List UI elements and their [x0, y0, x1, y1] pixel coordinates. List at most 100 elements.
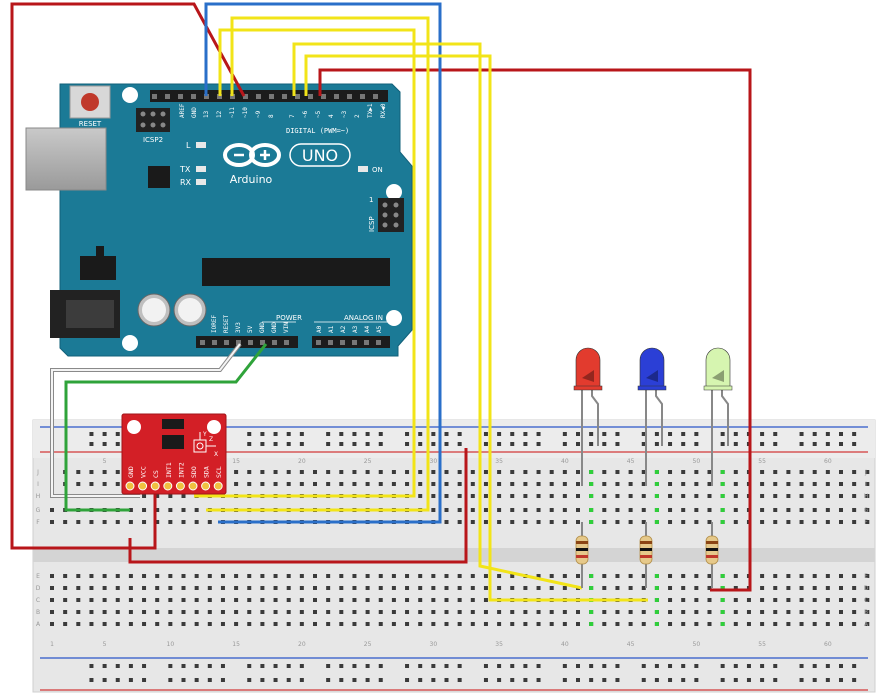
breadboard-hole [523, 508, 528, 512]
breadboard-hole [457, 494, 462, 498]
rail-hole [483, 664, 488, 668]
breadboard-hole [497, 610, 502, 614]
breadboard-hole [470, 494, 475, 498]
rail-hole [523, 678, 528, 682]
rail-hole [576, 432, 580, 436]
rail-hole [365, 678, 370, 682]
row-letter: D [36, 585, 41, 592]
breadboard-hole [483, 574, 488, 578]
breadboard-hole [707, 610, 712, 614]
rail-hole [615, 442, 620, 446]
breadboard-hole [576, 494, 580, 498]
digital-pin-label: 7 [289, 114, 296, 118]
sensor-pin [150, 481, 160, 491]
sensor-pin-label: SCL [215, 466, 223, 478]
breadboard-hole [352, 622, 357, 626]
breadboard-hole [786, 494, 791, 498]
rail-hole [352, 678, 357, 682]
power-pin-label: GND [271, 322, 278, 333]
rail-hole [405, 664, 410, 668]
rail-hole [839, 432, 843, 436]
breadboard-hole [142, 508, 147, 512]
breadboard-hole [299, 598, 304, 602]
reset-button[interactable] [69, 85, 111, 119]
breadboard-hole [799, 574, 804, 578]
breadboard-hole [641, 508, 646, 512]
breadboard-hole [313, 470, 317, 474]
rail-hole [365, 664, 370, 668]
row-letter: E [864, 573, 868, 580]
breadboard-hole [286, 574, 291, 578]
breadboard-hole [76, 482, 81, 486]
breadboard-hole [168, 586, 173, 590]
breadboard-hole [128, 574, 133, 578]
wire-yellow-pin6 [304, 54, 648, 602]
breadboard-hole [444, 508, 449, 512]
rail-hole [668, 432, 673, 436]
breadboard-hole [628, 482, 633, 486]
digital-pin-label: 13 [203, 110, 210, 118]
breadboard-hole [299, 482, 304, 486]
breadboard-hole [365, 574, 370, 578]
analog-pin-label: A0 [316, 325, 323, 333]
breadboard-hole [155, 494, 160, 498]
gnd-label: GND [191, 107, 198, 118]
rx-label: RX [180, 178, 192, 187]
breadboard-hole [641, 482, 646, 486]
axis-y-label: Y [202, 431, 207, 438]
mount-hole [386, 310, 402, 326]
breadboard-hole [194, 586, 199, 590]
breadboard-hole [418, 598, 423, 602]
breadboard-hole [562, 482, 567, 486]
breadboard-hole [326, 622, 331, 626]
header-pin [364, 340, 369, 345]
rail-hole [128, 678, 133, 682]
rail-hole [562, 432, 567, 436]
breadboard-hole [786, 622, 791, 626]
breadboard-hole [602, 494, 607, 498]
breadboard-hole [523, 610, 528, 614]
breadboard-hole [839, 482, 843, 486]
breadboard-hole [773, 574, 778, 578]
rail-hole [273, 678, 278, 682]
breadboard-hole [115, 610, 120, 614]
breadboard-hole [155, 520, 160, 524]
rail-hole [562, 442, 567, 446]
breadboard-hole [405, 610, 410, 614]
breadboard-hole [234, 470, 239, 474]
breadboard-hole [418, 494, 423, 498]
rail-hole [510, 664, 515, 668]
rail-hole [773, 442, 778, 446]
breadboard-hole [207, 574, 212, 578]
digital-pin-label: ~10 [242, 107, 249, 118]
rail-hole [852, 664, 857, 668]
breadboard-hole [431, 494, 436, 498]
rail-hole [799, 664, 804, 668]
rail-hole [839, 442, 843, 446]
breadboard-hole [760, 508, 765, 512]
breadboard-hole [773, 610, 778, 614]
column-number: 1 [50, 641, 54, 648]
breadboard-hole [155, 574, 160, 578]
rail-hole [589, 442, 594, 446]
breadboard-hole [273, 598, 278, 602]
uno-badge [289, 143, 351, 167]
breadboard-hole [812, 622, 817, 626]
led-l [196, 142, 206, 148]
breadboard-hole [483, 520, 488, 524]
breadboard-hole [378, 598, 383, 602]
breadboard-hole [234, 598, 239, 602]
breadboard-hole [483, 586, 488, 590]
row-letter: J [864, 469, 867, 476]
breadboard-hole [50, 586, 54, 590]
breadboard-hole [694, 494, 699, 498]
breadboard-hole [865, 508, 870, 512]
breadboard-hole [155, 622, 160, 626]
breadboard-hole [615, 574, 620, 578]
breadboard-hole [50, 598, 54, 602]
breadboard-hole [733, 622, 738, 626]
column-number: 60 [824, 458, 832, 465]
breadboard-hole [260, 482, 265, 486]
breadboard-hole [602, 622, 607, 626]
breadboard-hole [694, 610, 699, 614]
